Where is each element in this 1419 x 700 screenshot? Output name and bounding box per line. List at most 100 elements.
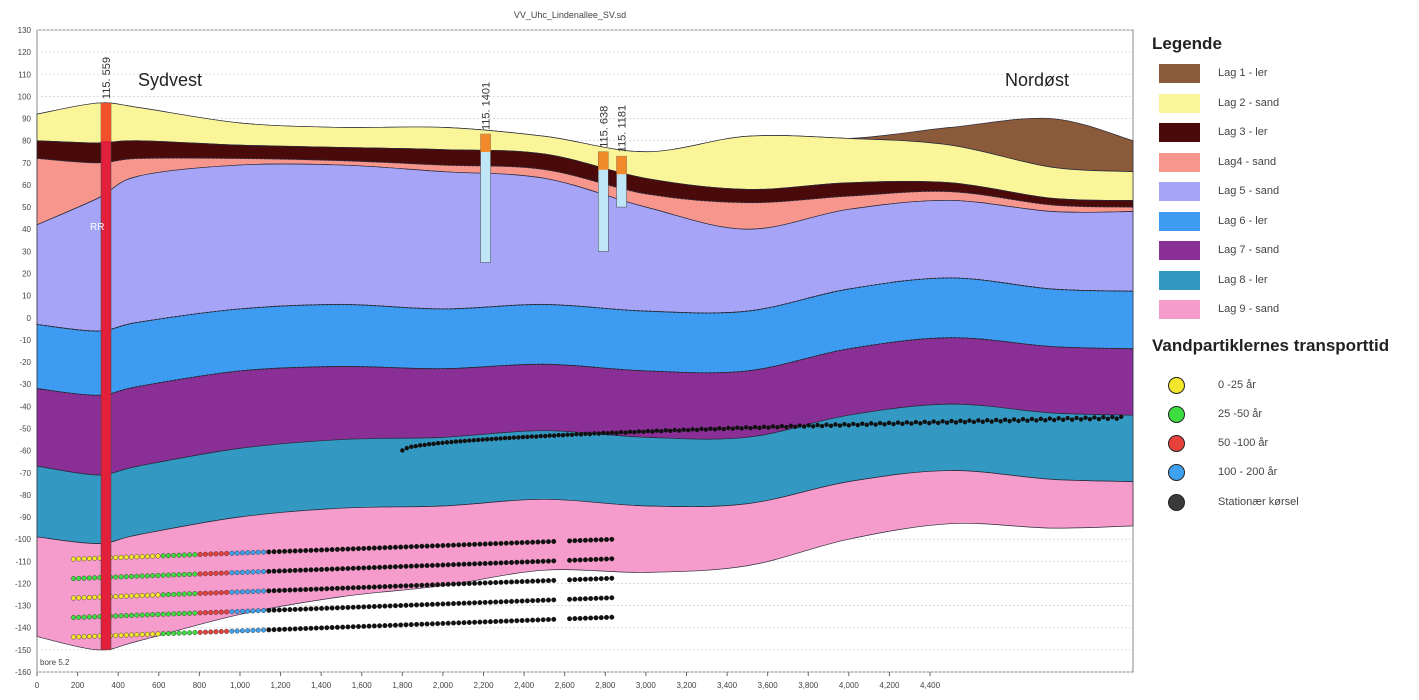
particle-dot xyxy=(855,422,860,428)
particle-dot xyxy=(218,629,224,635)
particle-dot xyxy=(593,537,599,543)
particle-dot xyxy=(81,614,87,620)
particle-dot xyxy=(271,588,277,594)
legend-item: Lag 9 - sand xyxy=(1152,298,1412,328)
particle-dot xyxy=(303,548,309,554)
particle-dot xyxy=(462,438,468,444)
particle-dot xyxy=(408,563,414,569)
y-tick-label: -110 xyxy=(16,557,32,566)
particle-dot xyxy=(303,567,309,573)
particle-dot xyxy=(435,621,441,627)
particle-dot xyxy=(334,546,340,552)
particle-dot xyxy=(419,563,425,569)
particle-dot xyxy=(453,439,459,444)
particle-dot xyxy=(493,541,499,547)
particle-dot xyxy=(144,553,150,559)
x-tick-label: 1,000 xyxy=(230,681,251,690)
particle-dot xyxy=(92,575,98,581)
y-tick-label: 10 xyxy=(22,292,31,301)
y-tick-label: 70 xyxy=(22,159,31,168)
particle-dot xyxy=(482,599,488,605)
particle-dot xyxy=(582,557,588,563)
particle-dot xyxy=(524,578,530,584)
particle-dot xyxy=(324,605,330,611)
y-tick-label: -140 xyxy=(15,624,32,633)
particle-dot xyxy=(417,443,423,448)
particle-dot xyxy=(403,583,409,589)
particle-dot xyxy=(261,569,267,575)
particle-dot xyxy=(503,540,509,546)
particle-dot xyxy=(514,598,520,604)
particle-dot xyxy=(377,564,383,570)
transport-label: 50 -100 år xyxy=(1218,437,1269,450)
particle-dot xyxy=(509,598,515,604)
particle-dot xyxy=(340,624,346,630)
particle-dot xyxy=(519,540,525,546)
particle-dot xyxy=(408,583,414,589)
particle-dot xyxy=(234,550,240,556)
x-tick-label: 3,800 xyxy=(798,681,819,690)
particle-dot xyxy=(493,619,499,625)
legend-title: Legende xyxy=(1152,34,1222,53)
transport-title: Vandpartiklernes transporttid xyxy=(1152,335,1390,355)
particle-dot xyxy=(213,551,219,557)
legend-label: Lag 9 - sand xyxy=(1218,303,1280,315)
particle-dot xyxy=(224,609,230,615)
particle-dot xyxy=(530,598,536,604)
particle-dot xyxy=(472,600,478,606)
particle-dot xyxy=(466,619,472,625)
y-tick-label: 20 xyxy=(22,270,31,279)
particle-dot xyxy=(308,547,314,553)
particle-dot xyxy=(604,575,610,581)
particle-dot xyxy=(567,557,573,563)
particle-dot xyxy=(166,572,172,578)
transport-dot-icon xyxy=(1168,493,1185,511)
particle-dot xyxy=(1065,415,1070,421)
particle-dot xyxy=(271,627,277,633)
particle-dot xyxy=(530,559,536,565)
particle-dot xyxy=(324,625,330,631)
particle-dot xyxy=(761,424,767,429)
particle-dot xyxy=(556,432,561,438)
particle-dot xyxy=(324,566,330,572)
legend-swatch xyxy=(1159,300,1200,319)
y-tick-label: -70 xyxy=(19,469,31,478)
x-tick-label: 4,000 xyxy=(839,681,860,690)
particle-dot xyxy=(129,573,135,579)
borehole-note: RR xyxy=(90,222,104,233)
particle-dot xyxy=(703,427,709,432)
particle-dot xyxy=(572,577,578,583)
particle-dot xyxy=(266,568,272,574)
particle-dot xyxy=(139,573,145,579)
borehole-top-section xyxy=(616,156,627,175)
particle-dot xyxy=(654,428,660,433)
borehole: 115. 1181 xyxy=(616,105,629,208)
borehole-top-section xyxy=(480,134,491,153)
particle-dot xyxy=(476,437,481,443)
particle-dot xyxy=(92,555,98,561)
particle-dot xyxy=(498,599,504,605)
particle-dot xyxy=(904,420,910,425)
particle-dot xyxy=(810,424,816,429)
particle-dot xyxy=(377,584,383,590)
particle-dot xyxy=(134,632,140,638)
particle-dot xyxy=(461,620,467,626)
particle-dot xyxy=(466,600,472,606)
particle-dot xyxy=(958,418,963,424)
particle-dot xyxy=(779,423,785,429)
particle-dot xyxy=(134,554,140,560)
particle-dot xyxy=(472,619,478,625)
particle-dot xyxy=(487,580,493,586)
particle-dot xyxy=(598,537,604,543)
particle-dot xyxy=(1069,417,1075,422)
particle-dot xyxy=(398,583,404,589)
particle-dot xyxy=(477,600,483,606)
particle-dot xyxy=(1020,417,1026,422)
particle-dot xyxy=(71,634,77,640)
particle-dot xyxy=(261,588,267,594)
particle-dot xyxy=(802,424,807,429)
particle-dot xyxy=(144,612,150,618)
particle-dot xyxy=(1043,418,1048,423)
particle-dot xyxy=(913,419,919,425)
